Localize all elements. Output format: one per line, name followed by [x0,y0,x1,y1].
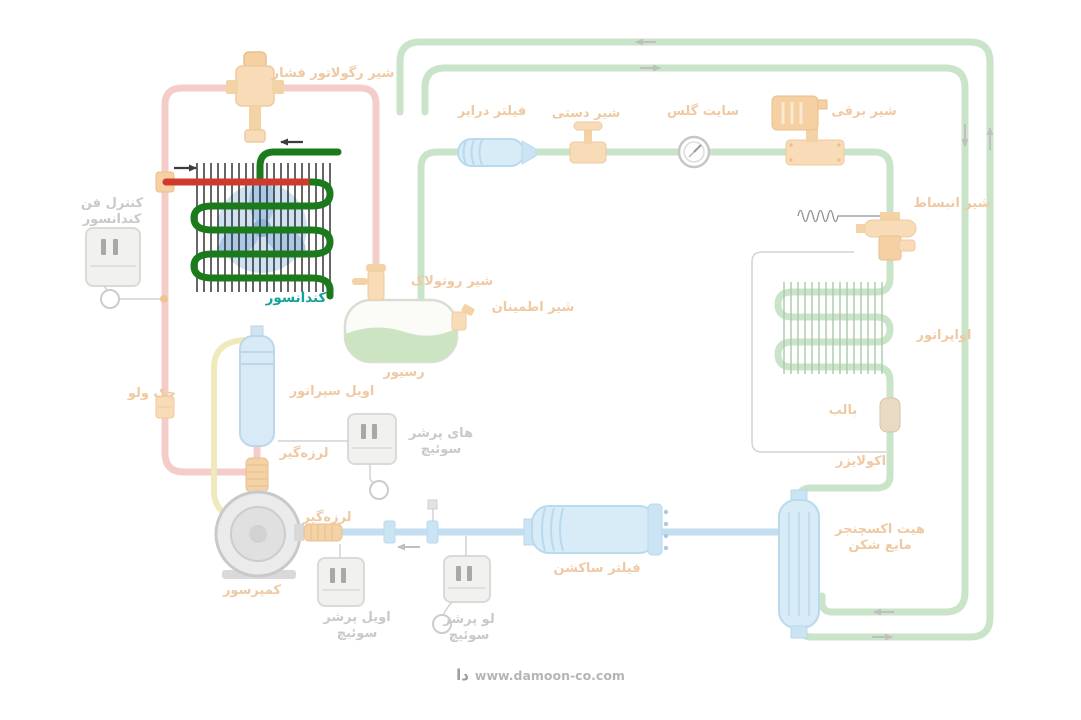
low-pressure-switch-symbol [427,499,491,634]
suction-line-fittings [383,520,439,544]
label-heat-exchanger: هیت اکسچنجر مایع شکن [835,522,925,553]
condenser-coil-serpentine [190,178,334,300]
damoon-logo-icon: دا [456,666,470,684]
label-high-pressure-switch: های پرشر سوئیچ [408,426,474,457]
label-check-valve: چک ولو [127,386,177,401]
flow-arrows [397,38,994,641]
label-oil-separator: اویل سپراتور [289,384,375,399]
equalizer-line [751,251,886,453]
condenser-flow-arrows [174,138,303,172]
label-fan-control: کنترل فن کندانسور [80,196,144,227]
label-condenser: کندانسور [265,290,327,306]
high-pressure-switch-symbol [278,413,397,500]
receiver-symbol [343,298,459,364]
sight-glass-symbol [677,135,711,169]
label-filter-drier: فیلتر درایر [457,104,527,119]
vibration-absorber-discharge-symbol [245,457,269,493]
label-manual-valve: شیر دستی [551,106,621,121]
label-bulb: بالب [828,403,858,418]
watermark: دا www.damoon-co.com [456,666,625,684]
label-low-pressure-switch: لو پرشر سوئیچ [443,612,495,643]
safety-valve-symbol [451,304,475,331]
liquid-line [417,148,894,510]
watermark-url: www.damoon-co.com [474,667,625,683]
label-oil-pressure-switch: اویل پرشر سوئیچ [323,610,391,641]
label-suction-filter: فیلتر ساکشن [553,561,641,576]
label-pressure-regulator: شیر رگولاتور فشار [271,66,395,81]
oil-separator-symbol [239,325,275,447]
check-valve-symbol [155,395,175,419]
solenoid-valve-symbol [771,95,845,166]
capillary-coil-icon [797,209,884,223]
compressor-symbol [214,490,304,579]
bulb-symbol [879,397,901,433]
label-safety-valve: شیر اطمینان [491,300,575,315]
label-evaporator: اواپراتور [916,328,972,343]
label-vibration-absorber-1: لرزه‌گیر [279,446,329,461]
pressure-regulator-valve-symbol [226,51,284,143]
label-solenoid-valve: شیر برقی [831,104,897,119]
condenser-coil [162,148,342,300]
heat-exchanger-symbol [778,489,820,639]
condenser-fan-control-symbol [85,227,168,309]
label-rotolock-valve: شیر روتولاک [410,274,494,289]
label-sight-glass: سایت گلس [666,104,740,119]
condenser-fan-icon [217,179,307,273]
expansion-valve-symbol [856,212,917,261]
label-equalizer: اکولایزر [835,454,887,469]
evaporator-fins [783,282,883,374]
vibration-absorber-suction-symbol [303,523,343,542]
label-vibration-absorber-2: لرزه‌گیر [302,510,352,525]
oil-pressure-switch-symbol [317,544,365,607]
suction-filter-symbol [523,503,669,556]
label-expansion-valve: شیر انبساط [913,196,991,211]
label-compressor: کمپرسور [222,583,282,598]
filter-drier-symbol [457,138,537,167]
rotolock-valve-symbol [352,264,386,301]
manual-valve-symbol [569,121,607,164]
label-receiver: رسیور [383,365,425,380]
condenser-coil-outlet [256,148,342,184]
